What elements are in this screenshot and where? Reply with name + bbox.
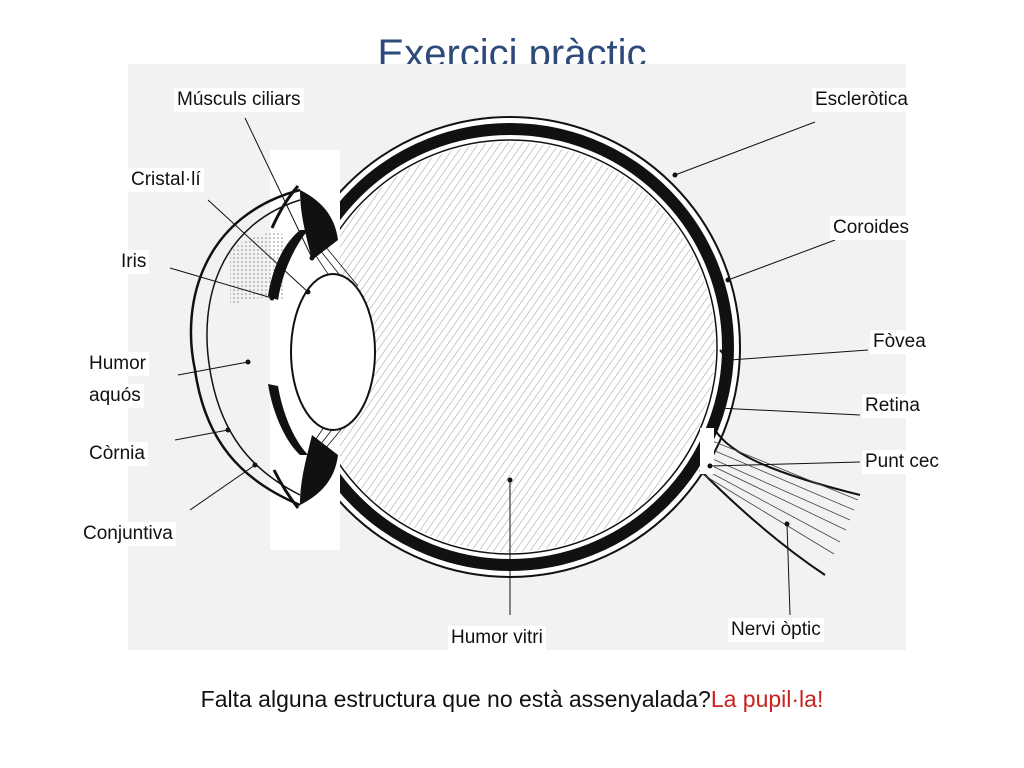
label-humor-aquos-line2: aquós [86, 384, 144, 408]
iris-lower [268, 384, 308, 455]
label-iris: Iris [118, 250, 150, 274]
label-conjuntiva: Conjuntiva [80, 522, 176, 546]
conjunctiva-lower [272, 469, 300, 509]
label-retina: Retina [862, 394, 923, 418]
vitreous-body [305, 142, 715, 552]
label-fovea: Fòvea [870, 330, 929, 354]
label-punt-cec: Punt cec [862, 450, 942, 474]
iris-upper [268, 230, 308, 300]
label-humor-vitri: Humor vitri [448, 626, 546, 650]
ciliary-lower [300, 435, 338, 505]
conjunctiva-upper [270, 185, 300, 229]
label-coroides: Coroides [830, 216, 913, 240]
question-answer: La pupil·la! [710, 686, 824, 712]
label-musculs-ciliars: Músculs ciliars [174, 88, 304, 112]
ciliary-upper [300, 190, 338, 260]
label-nervi-optic: Nervi òptic [728, 618, 824, 642]
optic-nerve-fibres [701, 439, 859, 555]
question-line: Falta alguna estructura que no està asse… [0, 686, 1024, 713]
leader-dots [225, 172, 790, 527]
fovea-notch [719, 349, 727, 381]
label-cornia: Còrnia [86, 442, 148, 466]
lens [290, 273, 376, 431]
optic-nerve-outline-lower [699, 469, 826, 576]
optic-nerve-outline-upper [711, 424, 861, 496]
question-text: Falta alguna estructura que no està asse… [200, 686, 711, 712]
label-humor-aquos-line1: Humor [86, 352, 150, 376]
label-esclerotica: Escleròtica [812, 88, 911, 112]
label-cristalli: Cristal·lí [128, 168, 204, 192]
cornea [189, 188, 301, 507]
leader-lines [169, 117, 869, 616]
